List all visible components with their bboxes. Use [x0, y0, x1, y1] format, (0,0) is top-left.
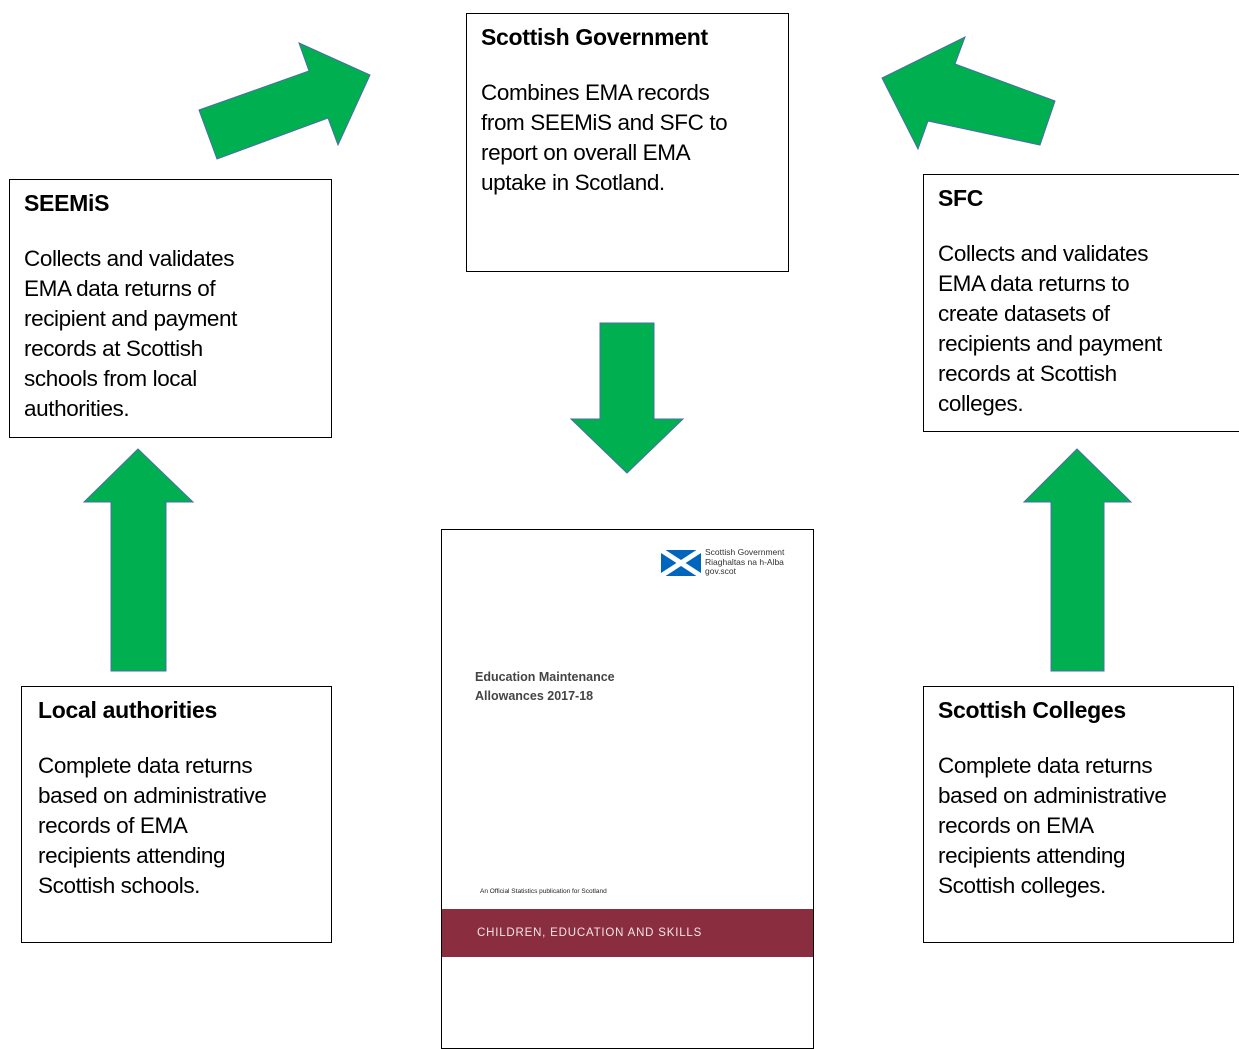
report-cover: Scottish Government Riaghaltas na h-Alba…: [441, 529, 814, 1049]
sfc-box: SFC Collects and validates EMA data retu…: [923, 174, 1239, 432]
report-title: Education Maintenance Allowances 2017-18: [475, 670, 615, 703]
seemis-box: SEEMiS Collects and validates EMA data r…: [9, 179, 332, 438]
local-authorities-box: Local authorities Complete data returns …: [21, 686, 332, 943]
box-title: SFC: [938, 185, 984, 211]
box-body: Combines EMA records from SEEMiS and SFC…: [481, 80, 728, 195]
box-body: Complete data returns based on administr…: [38, 753, 267, 898]
scottish-colleges-box: Scottish Colleges Complete data returns …: [923, 686, 1234, 943]
arrow-sfc-to-sg: [881, 35, 1056, 151]
box-title: Scottish Government: [481, 24, 708, 50]
arrow-seemis-to-sg: [198, 42, 371, 160]
official-statistics-label: An Official Statistics publication for S…: [480, 888, 607, 895]
category-band: CHILDREN, EDUCATION AND SKILLS: [442, 909, 813, 957]
arrow-colleges-to-sfc: [1022, 448, 1133, 672]
saltire-flag-icon: [661, 550, 701, 576]
box-title: SEEMiS: [24, 190, 110, 216]
arrow-la-to-seemis: [82, 448, 195, 672]
box-title: Local authorities: [38, 697, 217, 723]
box-body: Collects and validates EMA data returns …: [938, 241, 1162, 416]
logo-text: Scottish Government Riaghaltas na h-Alba…: [705, 547, 785, 576]
arrow-sg-to-report: [569, 322, 685, 474]
box-title: Scottish Colleges: [938, 697, 1126, 723]
scottish-government-box: Scottish Government Combines EMA records…: [466, 13, 789, 272]
scottish-government-logo: Scottish Government Riaghaltas na h-Alba…: [661, 547, 795, 580]
box-body: Complete data returns based on administr…: [938, 753, 1167, 898]
box-body: Collects and validates EMA data returns …: [24, 246, 237, 421]
